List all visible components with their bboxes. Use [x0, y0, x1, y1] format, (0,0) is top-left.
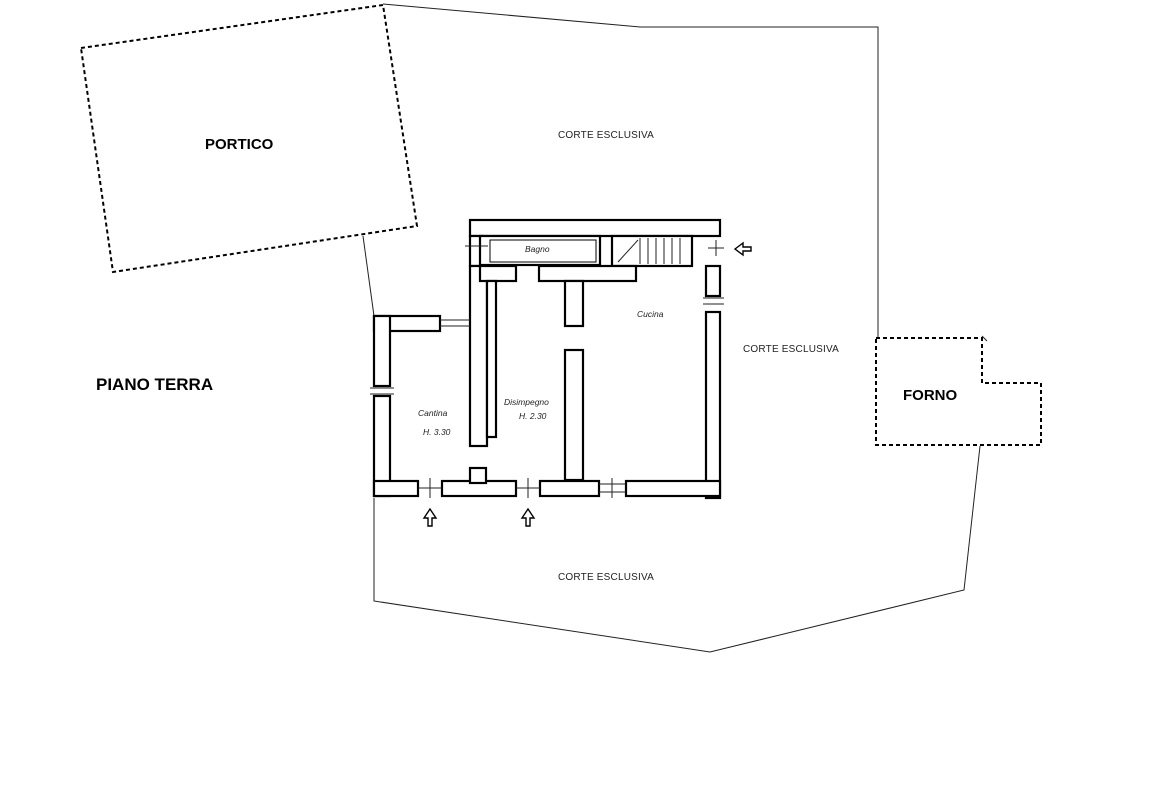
staircase: [617, 238, 681, 264]
openings: [370, 240, 724, 498]
cantina-height: H. 3.30: [423, 427, 451, 437]
building-walls: [372, 218, 722, 500]
forno-corner-mark: [981, 335, 988, 342]
property-boundary-right: [373, 445, 981, 653]
portico-label: PORTICO: [205, 136, 274, 153]
property-boundary: [382, 3, 879, 338]
disimpegno-label: Disimpegno: [504, 397, 549, 407]
bagno-label: Bagno: [525, 244, 550, 254]
corte-bottom-label: CORTE ESCLUSIVA: [558, 572, 654, 583]
corte-right-label: CORTE ESCLUSIVA: [743, 344, 839, 355]
cucina-label: Cucina: [637, 309, 664, 319]
forno-label: FORNO: [903, 387, 957, 404]
entrance-arrow-icon: [422, 507, 438, 527]
entrance-arrow-icon: [733, 241, 752, 257]
property-boundary-left: [362, 235, 375, 317]
forno-outline: [875, 337, 1042, 446]
portico-outline: [79, 3, 419, 274]
entrance-arrow-icon: [520, 507, 536, 527]
corte-top-label: CORTE ESCLUSIVA: [558, 130, 654, 141]
cantina-label: Cantina: [418, 408, 448, 418]
disimpegno-height: H. 2.30: [519, 411, 547, 421]
page-title: PIANO TERRA: [96, 375, 213, 394]
